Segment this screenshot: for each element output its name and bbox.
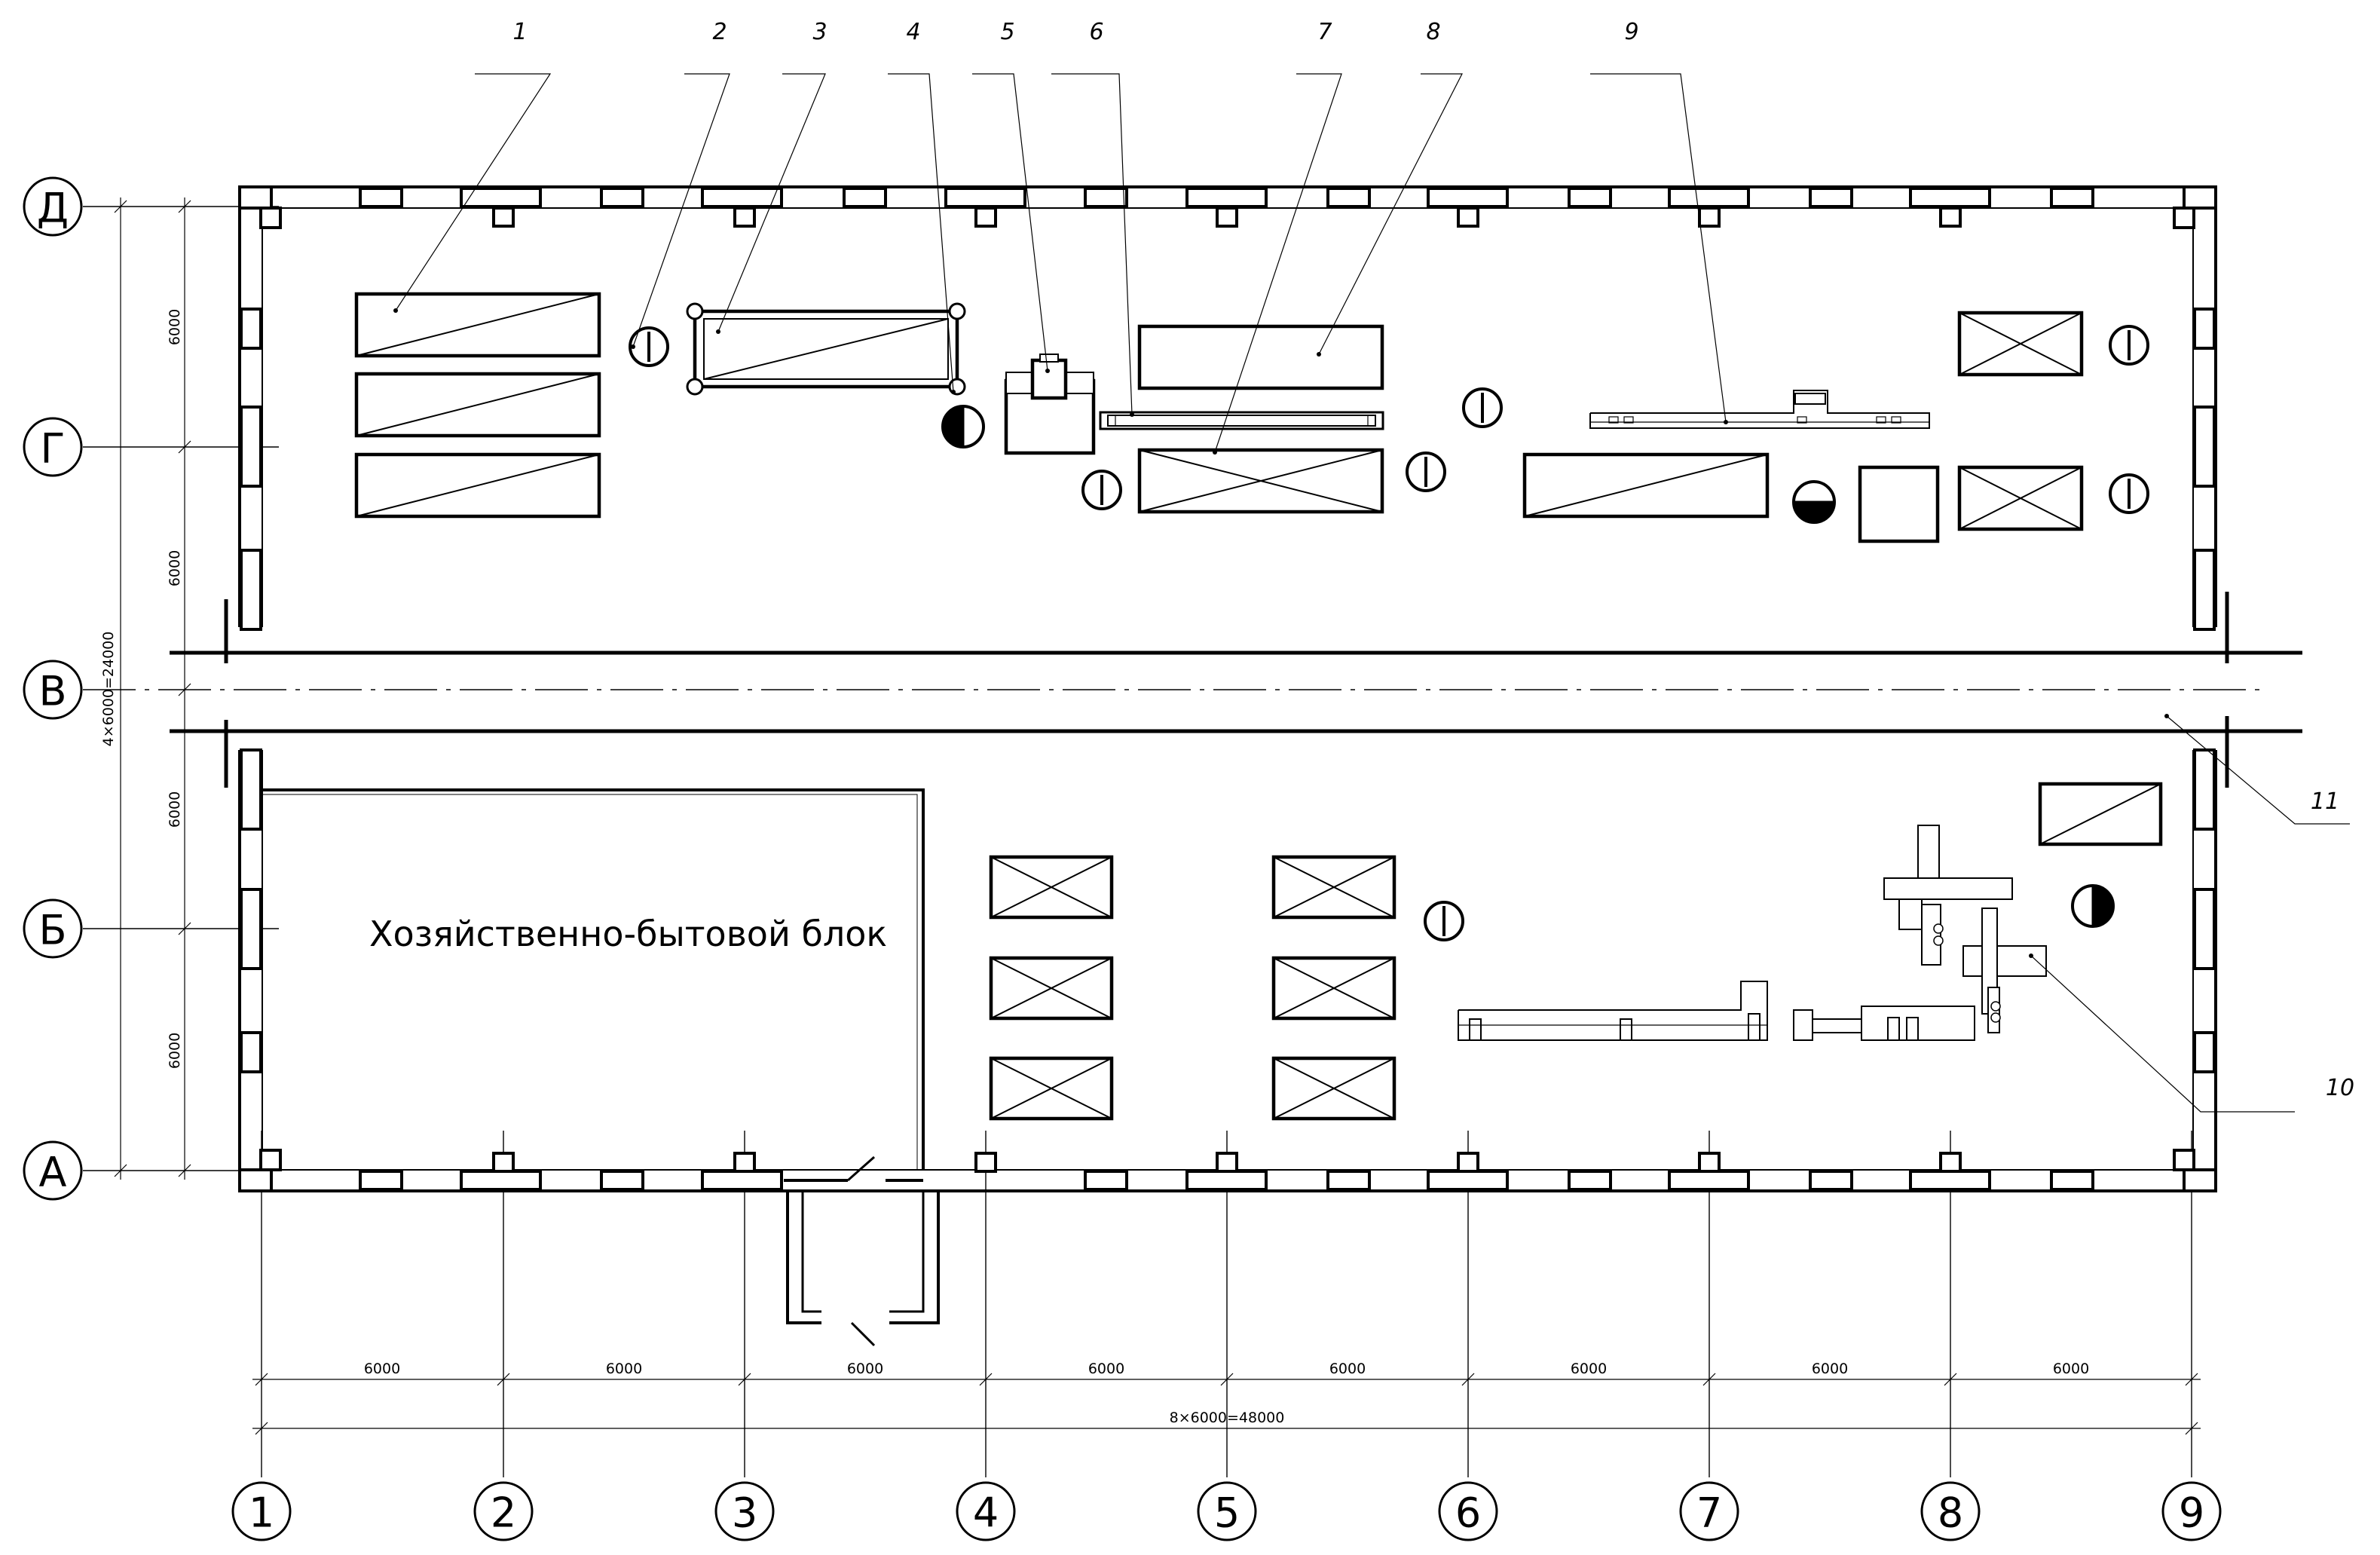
svg-text:Б: Б bbox=[38, 907, 66, 954]
svg-text:4×6000=24000: 4×6000=24000 bbox=[100, 632, 117, 747]
room-label: Хозяйственно-бытовой блок bbox=[369, 914, 887, 954]
row-axis-D: Д bbox=[23, 176, 83, 237]
svg-text:2: 2 bbox=[491, 1489, 516, 1537]
svg-text:6000: 6000 bbox=[167, 309, 183, 345]
svg-text:Д: Д bbox=[37, 185, 69, 232]
svg-text:6000: 6000 bbox=[1329, 1361, 1366, 1377]
callout-numbers: 1 2 3 4 5 6 7 8 9 10 11 bbox=[512, 19, 2354, 1101]
symbols bbox=[629, 325, 2149, 941]
callout-3: 3 bbox=[812, 19, 827, 45]
svg-text:6000: 6000 bbox=[167, 791, 183, 828]
column-axis-4: 4 bbox=[956, 1481, 1016, 1541]
svg-text:Г: Г bbox=[41, 425, 66, 473]
row-axis-A: А bbox=[23, 1140, 83, 1201]
callout-2: 2 bbox=[712, 19, 727, 45]
svg-text:1: 1 bbox=[249, 1489, 274, 1537]
svg-text:6000: 6000 bbox=[167, 550, 183, 586]
callout-5: 5 bbox=[1000, 19, 1014, 45]
column-axis-6: 6 bbox=[1438, 1481, 1498, 1541]
svg-text:В: В bbox=[38, 668, 66, 715]
dimension-lines: 6000 6000 6000 6000 6000 6000 6000 6000 … bbox=[100, 197, 2201, 1435]
callout-9: 9 bbox=[1624, 19, 1638, 45]
half-filled-bottom-icon bbox=[1792, 480, 1836, 524]
row-axis-V: В bbox=[23, 660, 83, 720]
top-wall-panels bbox=[238, 185, 2217, 229]
column-axis-8: 8 bbox=[1920, 1481, 1981, 1541]
svg-text:6000: 6000 bbox=[2053, 1361, 2089, 1377]
valve-icon bbox=[2109, 325, 2149, 366]
svg-text:9: 9 bbox=[2179, 1489, 2204, 1537]
callout-4: 4 bbox=[906, 19, 920, 45]
callout-10: 10 bbox=[2326, 1075, 2354, 1101]
callout-1: 1 bbox=[512, 19, 527, 45]
svg-text:7: 7 bbox=[1696, 1489, 1722, 1537]
half-filled-left-icon bbox=[941, 405, 985, 448]
column-axis-3: 3 bbox=[714, 1481, 775, 1541]
svg-text:6000: 6000 bbox=[167, 1033, 183, 1069]
callout-8: 8 bbox=[1426, 19, 1440, 45]
svg-text:6000: 6000 bbox=[847, 1361, 883, 1377]
column-axis-9: 9 bbox=[2161, 1481, 2222, 1541]
svg-text:А: А bbox=[39, 1149, 67, 1196]
service-block: Хозяйственно-бытовой блок bbox=[262, 788, 925, 1170]
svg-text:4: 4 bbox=[973, 1489, 999, 1537]
callout-leaders bbox=[393, 73, 2350, 1113]
valve-icon bbox=[1424, 901, 1464, 941]
column-axis-bubbles: 1 2 3 4 5 6 7 8 9 bbox=[231, 1481, 2222, 1541]
entrance-vestibule bbox=[784, 1156, 940, 1347]
half-filled-left-icon bbox=[2071, 884, 2115, 928]
row-axis-G: Г bbox=[23, 417, 83, 477]
svg-text:8: 8 bbox=[1938, 1489, 1963, 1537]
valve-icon bbox=[629, 326, 669, 367]
svg-text:3: 3 bbox=[732, 1489, 757, 1537]
column-axis-2: 2 bbox=[473, 1481, 534, 1541]
column-axis-5: 5 bbox=[1197, 1481, 1257, 1541]
top-side-panels bbox=[240, 308, 2216, 631]
valve-icon bbox=[1462, 387, 1503, 428]
valve-icon bbox=[1406, 452, 1446, 492]
callout-11: 11 bbox=[2311, 788, 2339, 815]
equipment-top bbox=[354, 292, 2084, 543]
bottom-side-panels bbox=[240, 748, 2216, 1073]
svg-text:6000: 6000 bbox=[364, 1361, 400, 1377]
row-axis-bubbles: Д Г В Б А bbox=[23, 176, 83, 1201]
valve-icon bbox=[1081, 470, 1122, 510]
svg-text:5: 5 bbox=[1214, 1489, 1240, 1537]
svg-text:6: 6 bbox=[1455, 1489, 1481, 1537]
bottom-wall-panels bbox=[238, 1149, 2217, 1192]
column-axis-1: 1 bbox=[231, 1481, 292, 1541]
svg-text:6000: 6000 bbox=[1812, 1361, 1848, 1377]
column-axis-7: 7 bbox=[1679, 1481, 1739, 1541]
valve-icon bbox=[2109, 473, 2149, 514]
row-axis-B: Б bbox=[23, 898, 83, 959]
svg-text:6000: 6000 bbox=[1571, 1361, 1607, 1377]
callout-7: 7 bbox=[1317, 19, 1332, 45]
svg-text:6000: 6000 bbox=[606, 1361, 642, 1377]
svg-text:6000: 6000 bbox=[1088, 1361, 1124, 1377]
callout-6: 6 bbox=[1089, 19, 1103, 45]
equipment-bottom bbox=[989, 782, 2163, 1121]
svg-text:8×6000=48000: 8×6000=48000 bbox=[1170, 1410, 1285, 1426]
